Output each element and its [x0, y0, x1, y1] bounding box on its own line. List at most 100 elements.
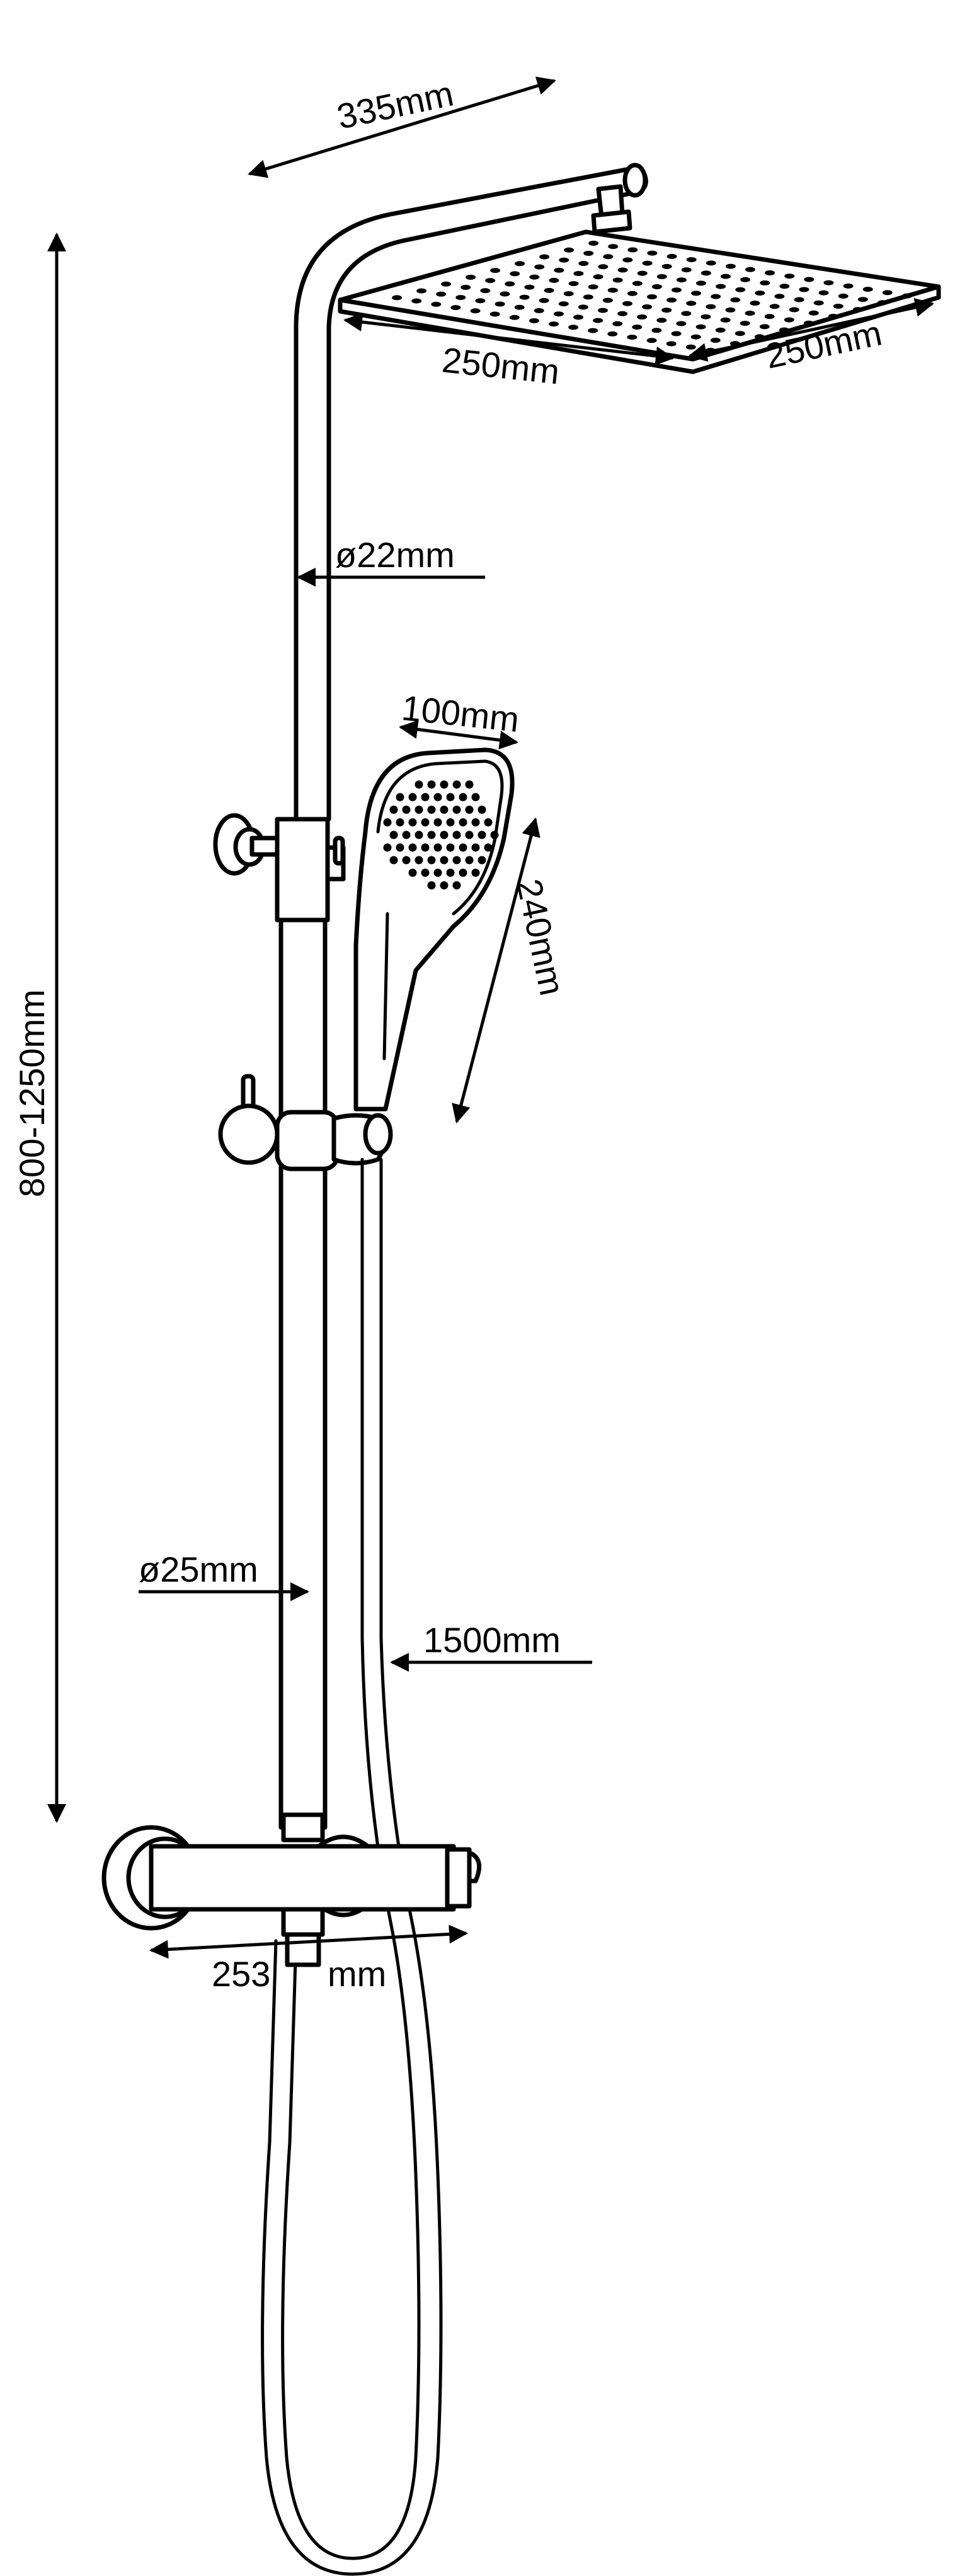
- head-nozzle: [598, 264, 609, 270]
- height-range-dimension: 800-1250mm: [12, 233, 66, 1823]
- mixer-width-dimension: 253 mm: [149, 1924, 468, 1994]
- head-nozzle: [607, 331, 618, 336]
- head-nozzle: [706, 304, 716, 309]
- head-nozzle: [622, 257, 633, 263]
- head-nozzle: [784, 317, 794, 323]
- head-nozzle: [656, 318, 667, 323]
- head-nozzle: [666, 253, 677, 259]
- hand-nozzle: [465, 780, 474, 789]
- head-nozzle: [583, 251, 594, 256]
- head-nozzle: [549, 321, 559, 327]
- head-nozzle: [745, 311, 755, 316]
- head-nozzle: [529, 318, 539, 323]
- head-nozzle: [554, 267, 564, 273]
- head-nozzle: [524, 284, 535, 290]
- hand-width-label: 100mm: [400, 687, 521, 739]
- head-nozzle: [755, 290, 765, 296]
- head-nozzle: [539, 254, 550, 260]
- head-nozzle: [691, 290, 702, 296]
- arm-length-label: 335mm: [333, 73, 457, 136]
- head-nozzle: [622, 301, 632, 306]
- head-nozzle: [475, 298, 486, 304]
- hose-length-label: 1500mm: [423, 1620, 561, 1660]
- hand-nozzle: [465, 831, 474, 839]
- hand-nozzle: [459, 843, 467, 852]
- head-nozzle: [529, 274, 540, 280]
- head-nozzle: [715, 327, 726, 333]
- hand-nozzle: [427, 831, 436, 839]
- head-nozzle: [603, 254, 614, 260]
- head-nozzle: [553, 311, 564, 317]
- head-nozzle: [598, 308, 608, 313]
- head-nozzle: [568, 281, 579, 287]
- head-nozzle: [588, 241, 599, 246]
- head-nozzle: [690, 334, 701, 340]
- head-nozzle: [852, 307, 863, 313]
- hand-nozzle: [389, 856, 398, 865]
- hand-nozzle: [446, 868, 455, 877]
- hand-length-label: 240mm: [509, 875, 572, 999]
- head-nozzle: [721, 273, 731, 279]
- head-nozzle: [627, 247, 638, 253]
- lower-pipe-label: ø25mm: [139, 1550, 258, 1589]
- hand-nozzle: [471, 818, 480, 827]
- head-nozzle: [803, 320, 814, 326]
- head-nozzle: [588, 284, 598, 290]
- head-nozzle: [416, 288, 427, 294]
- hand-nozzle: [440, 856, 449, 865]
- head-nozzle: [646, 338, 657, 343]
- head-nozzle: [774, 294, 785, 299]
- head-nozzle: [647, 294, 657, 299]
- head-nozzle: [509, 314, 520, 320]
- head-nozzle: [480, 288, 491, 294]
- head-nozzle: [661, 308, 672, 313]
- head-nozzle: [549, 277, 559, 283]
- head-nozzle: [500, 291, 510, 297]
- head-nozzle: [593, 274, 603, 280]
- hand-nozzle: [389, 831, 398, 839]
- head-nozzle: [411, 298, 422, 304]
- hand-nozzle: [478, 856, 486, 865]
- hand-nozzle: [490, 831, 499, 839]
- head-nozzle: [710, 338, 721, 343]
- head-nozzle: [593, 318, 603, 323]
- hand-nozzle: [402, 831, 411, 839]
- hand-nozzle: [408, 868, 417, 877]
- head-nozzle: [769, 304, 780, 309]
- head-nozzle: [612, 277, 623, 283]
- head-nozzle: [789, 307, 799, 313]
- head-nozzle: [740, 277, 751, 282]
- head-nozzle: [578, 261, 589, 267]
- hand-nozzle: [427, 805, 436, 814]
- hand-nozzle: [484, 818, 493, 827]
- slider-bracket: [218, 1074, 393, 1171]
- head-nozzle: [441, 281, 452, 287]
- head-nozzle: [882, 290, 893, 296]
- shower-arm: [294, 163, 648, 822]
- head-nozzle: [651, 328, 662, 333]
- head-nozzle: [534, 264, 545, 270]
- head-nozzle: [564, 247, 575, 253]
- head-nozzle: [573, 271, 584, 277]
- hand-nozzle: [452, 881, 461, 890]
- hand-nozzle: [383, 818, 392, 827]
- head-nozzle: [460, 285, 471, 290]
- head-nozzle: [489, 311, 500, 317]
- hand-nozzle: [421, 793, 430, 802]
- head-nozzle: [661, 263, 672, 269]
- hand-nozzle: [421, 868, 430, 877]
- upper-holder: [213, 813, 346, 923]
- head-nozzle: [701, 270, 711, 276]
- head-nozzle: [877, 300, 888, 306]
- hand-nozzle: [427, 881, 436, 890]
- head-nozzle: [828, 314, 838, 319]
- head-nozzle: [764, 314, 775, 319]
- hand-nozzle: [402, 856, 411, 865]
- head-nozzle: [647, 250, 658, 256]
- hand-nozzle: [433, 793, 442, 802]
- head-nozzle: [466, 275, 476, 280]
- head-nozzle: [495, 301, 505, 307]
- hand-nozzle: [478, 831, 486, 839]
- head-nozzle: [519, 294, 530, 300]
- mixer-width-number: 253: [212, 1954, 270, 1994]
